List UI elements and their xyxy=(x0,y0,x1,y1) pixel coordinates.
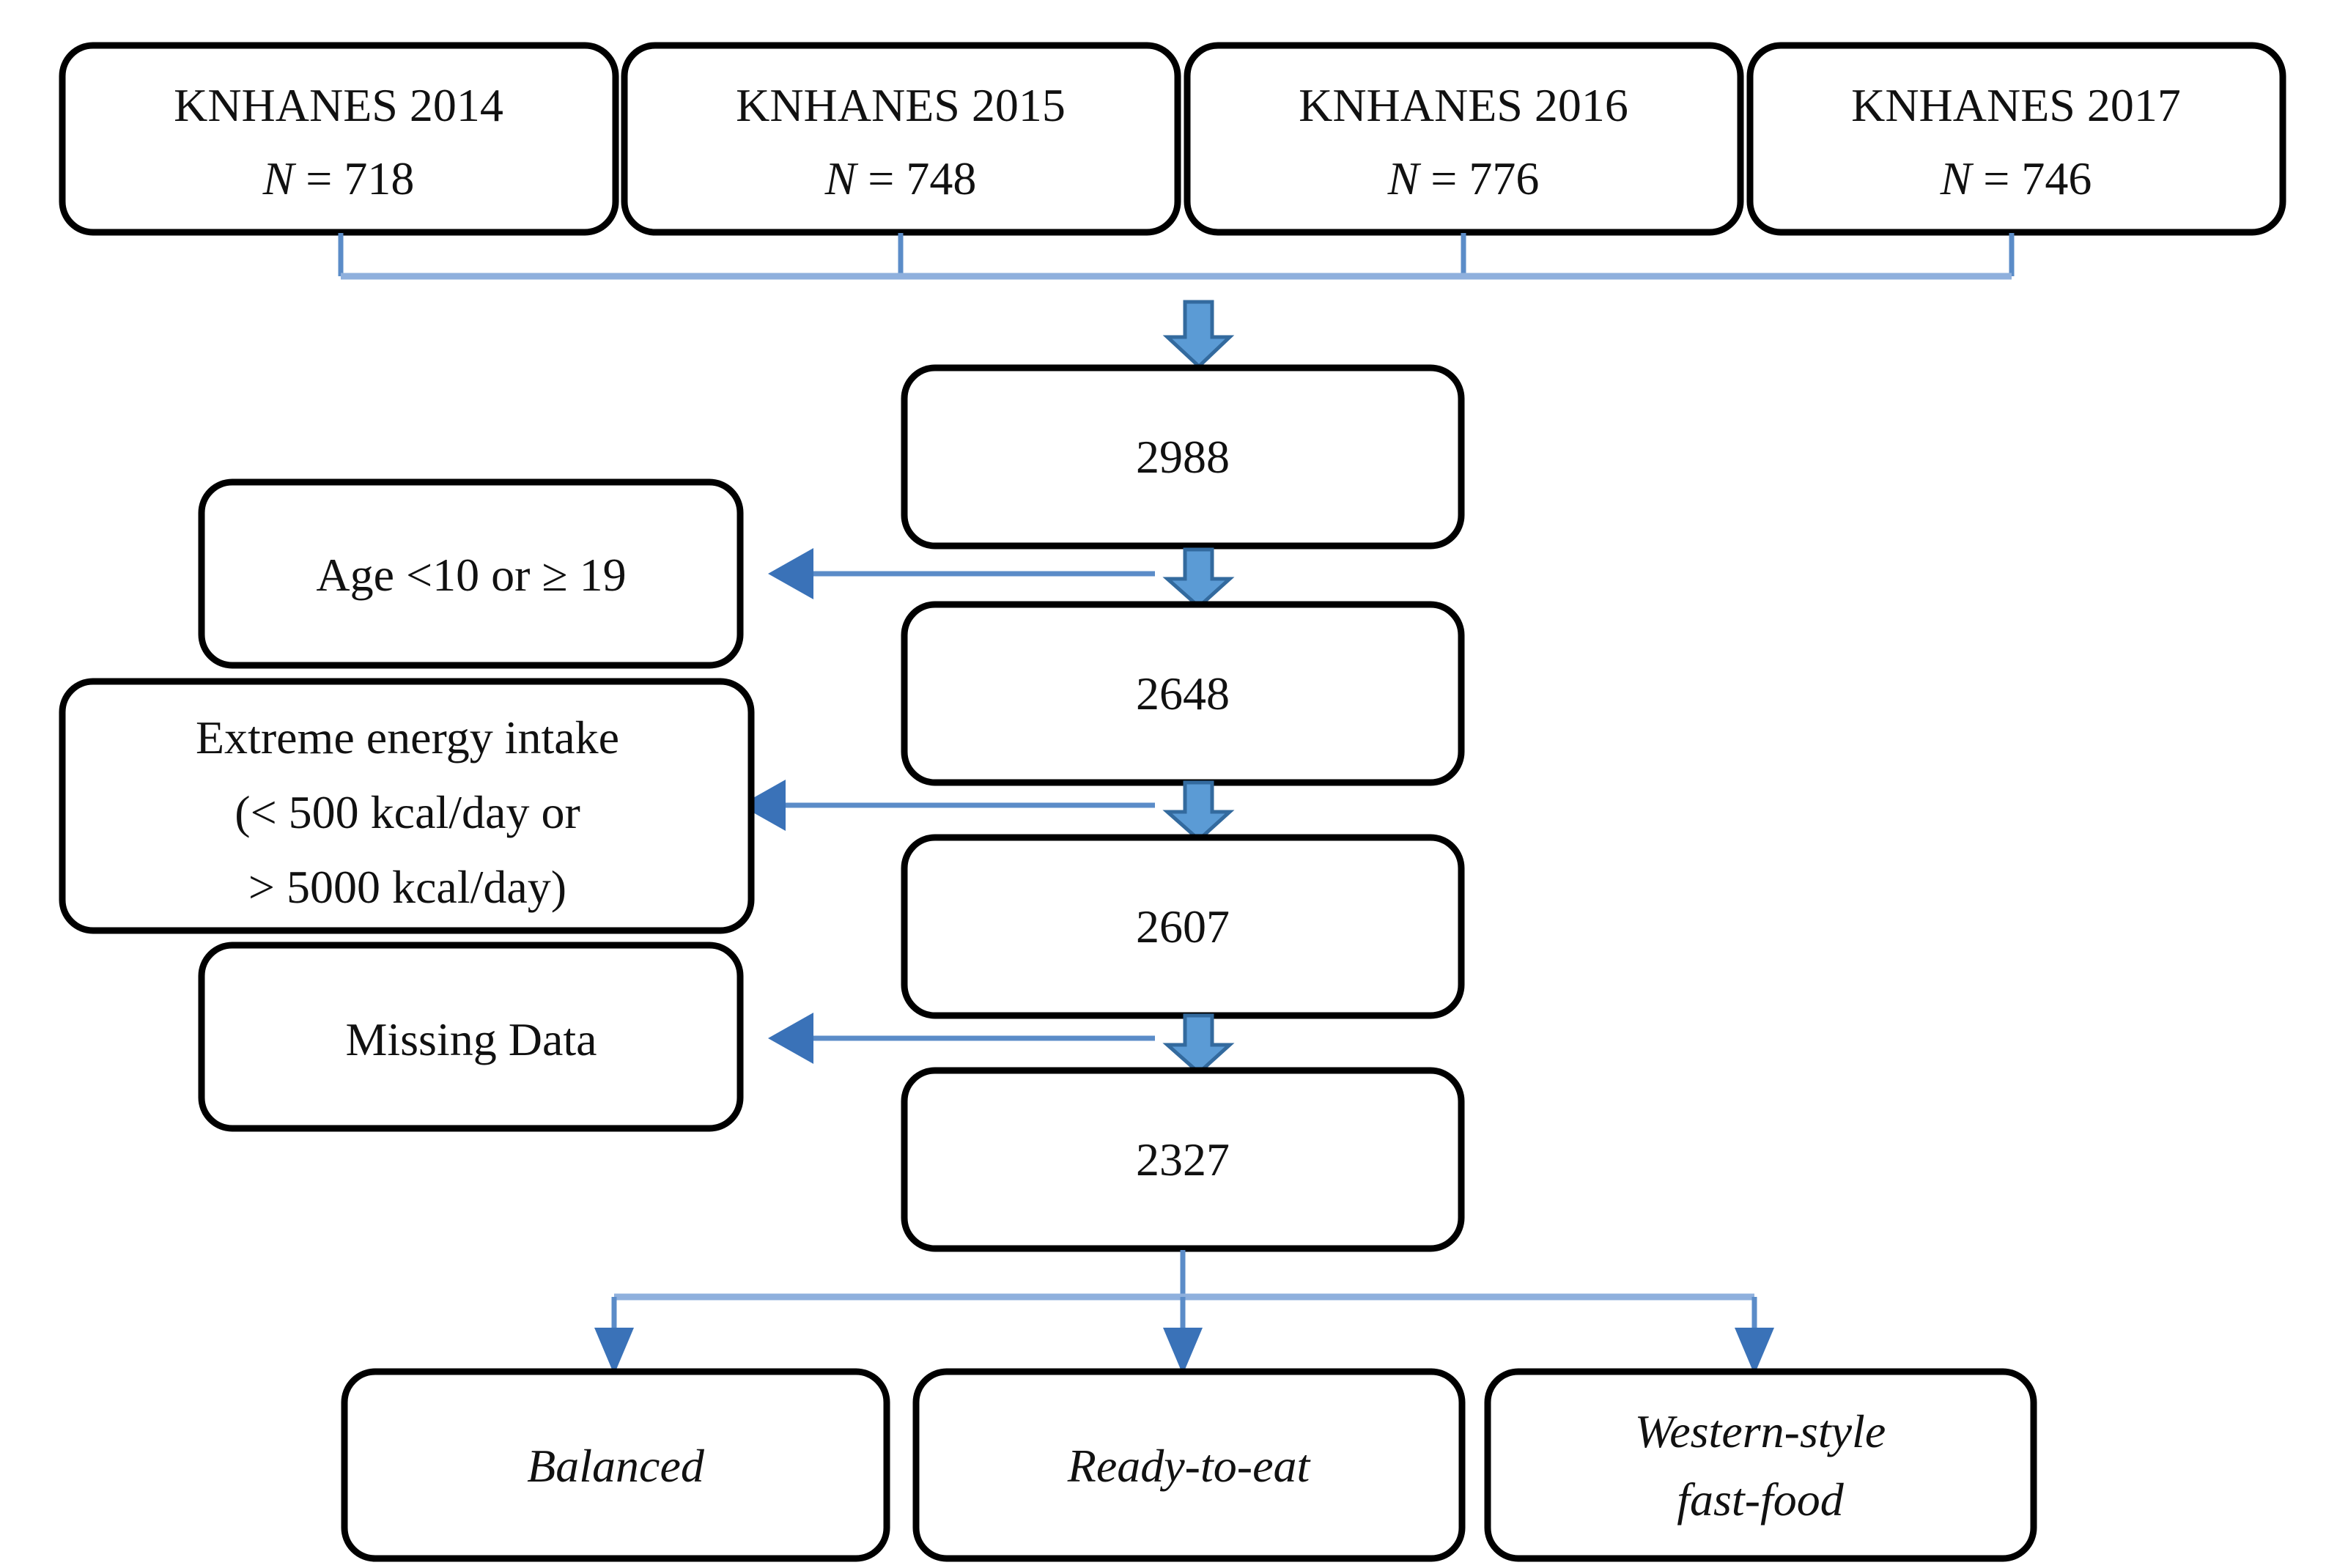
pattern-box-ready-to-eat-shape xyxy=(912,1368,1466,1562)
count-box-age-filtered-shape xyxy=(901,601,1465,786)
source-box-2015-n-value: 748 xyxy=(906,152,976,204)
split-connector xyxy=(594,1250,1774,1375)
pattern-box-western-fast-food-line-0: Western-style xyxy=(1635,1405,1886,1457)
exclusion-box-energy-shape xyxy=(59,678,755,934)
flow-arrow-to-final xyxy=(1162,1013,1235,1076)
count-box-energy-filtered[interactable]: 2607 xyxy=(901,834,1465,1019)
source-box-2014-n-value: 718 xyxy=(344,152,414,204)
pattern-box-western-fast-food[interactable]: Western-style fast-food xyxy=(1484,1368,2037,1562)
count-box-pooled[interactable]: 2988 xyxy=(901,364,1465,550)
exclusion-box-energy-line-1: (< 500 kcal/day or xyxy=(235,786,580,838)
down-arrowhead-icon xyxy=(1735,1328,1774,1375)
source-box-2014-n: N = 718 xyxy=(262,152,415,204)
exclusion-box-age[interactable]: Age <10 or ≥ 19 xyxy=(198,478,744,669)
down-block-arrow-icon xyxy=(1162,1013,1235,1076)
pattern-box-balanced-shape xyxy=(341,1368,890,1562)
flow-arrow-to-pooled xyxy=(1162,300,1235,369)
source-box-2014-title: KNHANES 2014 xyxy=(174,79,503,131)
pattern-box-western-fast-food-line-1: fast-food xyxy=(1677,1473,1845,1526)
count-box-age-filtered-value: 2648 xyxy=(1136,667,1230,720)
count-box-final[interactable]: 2327 xyxy=(901,1067,1465,1252)
down-block-arrow-icon xyxy=(1162,780,1235,843)
left-arrowhead-icon xyxy=(768,1013,813,1064)
source-box-2015[interactable]: KNHANES 2015 N = 748 xyxy=(621,42,1181,236)
source-box-2015-n: N = 748 xyxy=(824,152,977,204)
source-box-2017-n-symbol: N xyxy=(1940,152,1974,204)
count-box-energy-filtered-shape xyxy=(901,834,1465,1019)
source-box-2016[interactable]: KNHANES 2016 N = 776 xyxy=(1184,42,1744,236)
exclusion-box-missing[interactable]: Missing Data xyxy=(198,942,744,1132)
source-box-2016-n-symbol: N xyxy=(1387,152,1422,204)
source-box-2015-n-symbol: N xyxy=(824,152,859,204)
source-box-2016-n: N = 776 xyxy=(1387,152,1540,204)
exclusion-box-energy-line-2: > 5000 kcal/day) xyxy=(248,861,566,913)
pattern-box-ready-to-eat-line-0: Ready-to-eat xyxy=(1067,1440,1312,1492)
exclusion-arrow-age xyxy=(768,548,1155,599)
count-box-age-filtered[interactable]: 2648 xyxy=(901,601,1465,786)
source-box-2015-title: KNHANES 2015 xyxy=(736,79,1066,131)
source-box-2016-n-value: 776 xyxy=(1469,152,1539,204)
pattern-box-western-fast-food-shape xyxy=(1484,1368,2037,1562)
flow-arrow-to-energy-filtered xyxy=(1162,780,1235,843)
source-box-2016-shape xyxy=(1184,42,1744,236)
source-box-2017-n: N = 746 xyxy=(1940,152,2092,204)
source-box-2016-n-eq: = xyxy=(1419,152,1469,204)
exclusion-box-age-line-0: Age <10 or ≥ 19 xyxy=(316,549,626,601)
source-box-2017-n-eq: = xyxy=(1971,152,2021,204)
exclusion-arrow-missing xyxy=(768,1013,1155,1064)
source-box-2015-shape xyxy=(621,42,1181,236)
count-box-final-value: 2327 xyxy=(1136,1134,1230,1186)
count-box-pooled-value: 2988 xyxy=(1136,431,1230,483)
down-arrowhead-icon xyxy=(1163,1328,1203,1375)
left-arrowhead-icon xyxy=(768,548,813,599)
exclusion-box-missing-line-0: Missing Data xyxy=(345,1013,597,1065)
source-box-2014-n-symbol: N xyxy=(262,152,297,204)
down-block-arrow-icon xyxy=(1162,300,1235,369)
down-block-arrow-icon xyxy=(1162,547,1235,610)
exclusion-box-age-shape xyxy=(198,478,744,669)
merge-connector xyxy=(338,233,2015,280)
source-box-2017[interactable]: KNHANES 2017 N = 746 xyxy=(1746,42,2286,236)
source-box-2014-n-eq: = xyxy=(294,152,344,204)
exclusion-box-missing-shape xyxy=(198,942,744,1132)
exclusion-arrow-energy xyxy=(740,780,1155,831)
pattern-box-balanced[interactable]: Balanced xyxy=(341,1368,890,1562)
source-box-2014[interactable]: KNHANES 2014 N = 718 xyxy=(59,42,619,236)
source-box-2017-title: KNHANES 2017 xyxy=(1851,79,2181,131)
source-box-2014-shape xyxy=(59,42,619,236)
flow-arrow-to-age-filtered xyxy=(1162,547,1235,610)
source-box-2017-shape xyxy=(1746,42,2286,236)
left-arrowhead-icon xyxy=(740,780,786,831)
count-box-energy-filtered-value: 2607 xyxy=(1136,901,1230,953)
source-box-2017-n-value: 746 xyxy=(2021,152,2092,204)
pattern-box-ready-to-eat[interactable]: Ready-to-eat xyxy=(912,1368,1466,1562)
count-box-final-shape xyxy=(901,1067,1465,1252)
count-box-pooled-shape xyxy=(901,364,1465,550)
source-box-2015-n-eq: = xyxy=(856,152,906,204)
down-arrowhead-icon xyxy=(594,1328,634,1375)
pattern-box-balanced-line-0: Balanced xyxy=(527,1440,705,1492)
exclusion-box-energy-line-0: Extreme energy intake xyxy=(196,711,619,763)
exclusion-box-energy[interactable]: Extreme energy intake (< 500 kcal/day or… xyxy=(59,678,755,934)
source-box-2016-title: KNHANES 2016 xyxy=(1299,79,1628,131)
